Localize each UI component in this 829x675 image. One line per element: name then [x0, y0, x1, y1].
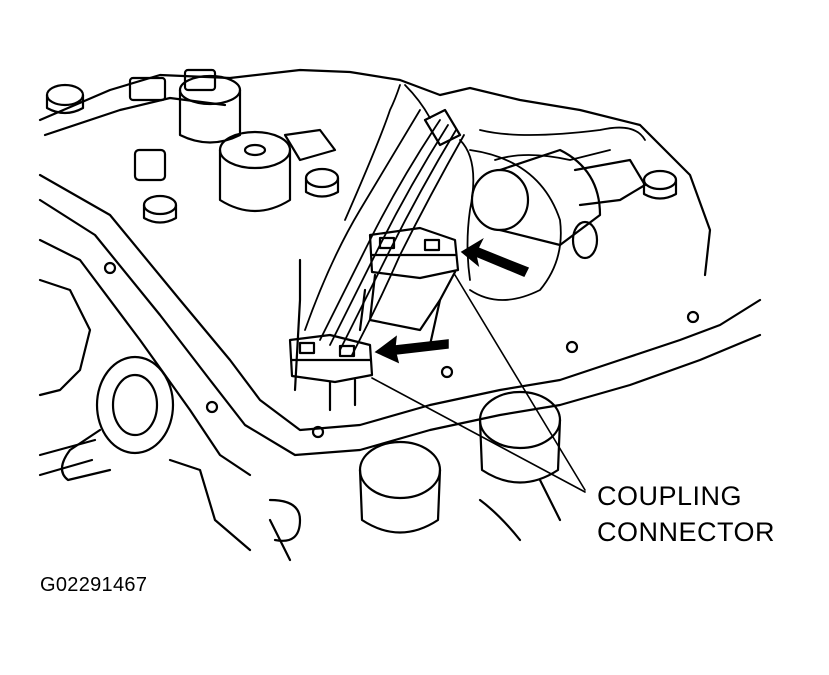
lower-bracket	[168, 458, 292, 562]
sensor-cylinder-right	[470, 148, 602, 260]
callout-label-line1: COUPLING	[597, 481, 743, 511]
oil-filter-front	[478, 390, 562, 484]
bolt-head-right	[642, 169, 678, 200]
callout-leader-upper	[454, 274, 586, 491]
right-bracket	[573, 158, 647, 207]
pointer-arrows	[374, 238, 530, 364]
sensor-block-top-left	[128, 76, 167, 102]
bolt-hole-4	[440, 365, 454, 379]
shaft-gear	[38, 355, 175, 482]
bolt-hole-1	[103, 261, 117, 275]
bolt-head-mid	[142, 194, 178, 224]
callout-leader-lower	[371, 377, 586, 493]
solenoid-left	[218, 130, 292, 212]
lower-housing	[38, 278, 92, 397]
oil-pan-flange-outer	[38, 173, 762, 432]
upper-housing-inner	[43, 96, 227, 137]
harness-clip	[423, 108, 462, 147]
oil-filter-rear	[358, 440, 442, 534]
bolt-head-left	[45, 83, 85, 115]
bolt-hole-6	[686, 310, 700, 324]
sensor-block-side	[133, 148, 167, 182]
coupling-connector-upper	[368, 226, 460, 332]
bolt-hole-2	[205, 400, 219, 414]
bolt-hole-5	[565, 340, 579, 354]
figure-id: G02291467	[40, 574, 148, 596]
solenoid-upper	[178, 74, 242, 144]
arrow-upper-connector	[460, 238, 530, 277]
callout-label-line2: CONNECTOR	[597, 517, 776, 547]
coupling-connector-lower	[288, 333, 374, 412]
lower-mount	[268, 498, 302, 542]
arrow-lower-connector	[374, 335, 449, 364]
sensor-block-top	[183, 68, 217, 92]
plug-connector-top	[283, 128, 337, 162]
upper-housing-outline	[38, 68, 712, 277]
oil-pan-flange-inner	[38, 198, 762, 457]
lower-right-body	[478, 478, 562, 542]
bolt-head-center	[304, 167, 340, 198]
bolt-hole-3	[311, 425, 325, 439]
connector-bracket	[293, 258, 442, 392]
